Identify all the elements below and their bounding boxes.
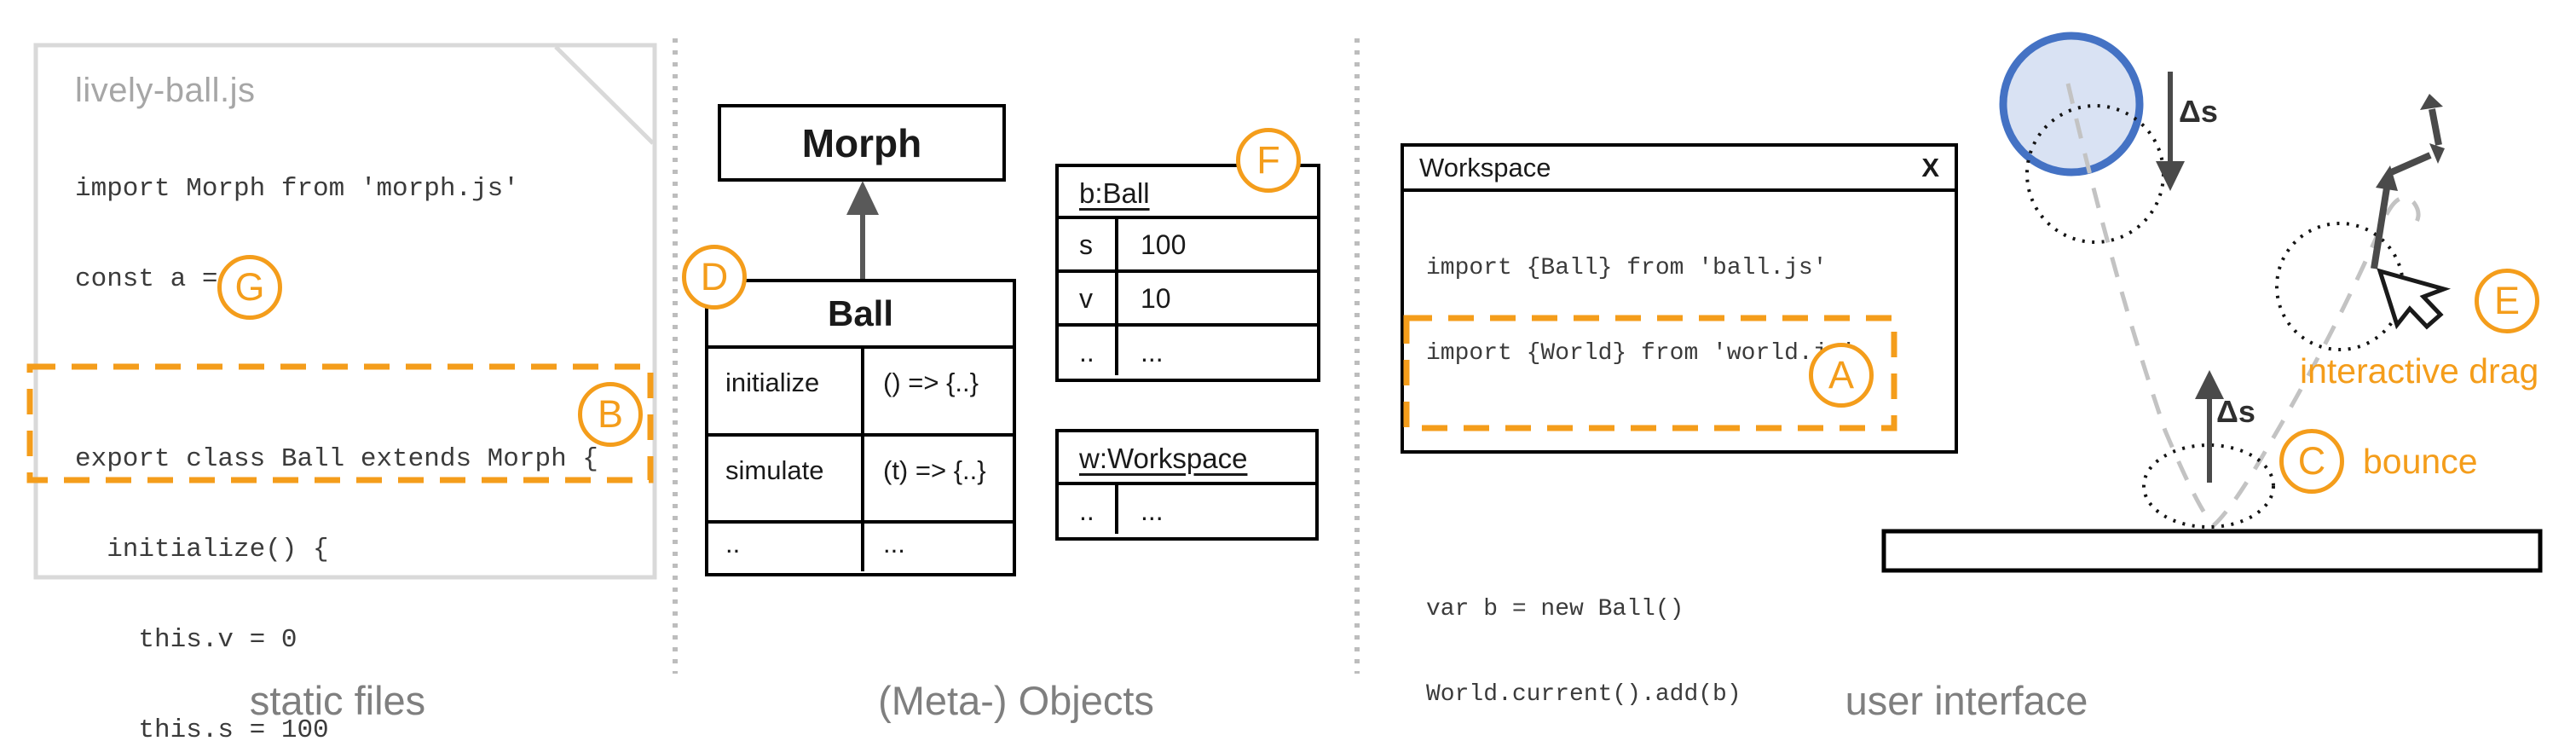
- panel-label-user-interface: user interface: [1845, 678, 2088, 723]
- ball-class-title: Ball: [708, 282, 1013, 349]
- panel-label-meta-objects: (Meta-) Objects: [878, 678, 1154, 723]
- drag-path-segment: [2388, 152, 2432, 177]
- table-row: .. ...: [1059, 485, 1315, 534]
- code-line: [75, 355, 598, 385]
- slot-value-cell: ...: [1141, 495, 1164, 526]
- drag-path-segment: [2429, 108, 2442, 146]
- code-line: initialize() {: [75, 535, 329, 565]
- slot-value-cell: 10: [1141, 283, 1171, 314]
- code-line: import Morph from 'morph.js': [75, 174, 519, 204]
- table-row: v 10: [1059, 273, 1317, 327]
- morph-class-box: Morph: [718, 104, 1006, 182]
- code-line: var b = new Ball(): [1426, 596, 1684, 622]
- ghost-ball-bounce: [2142, 443, 2275, 529]
- annotation-circle-a: A: [1809, 343, 1874, 408]
- annotation-circle-b: B: [578, 382, 643, 447]
- interactive-drag-label: interactive drag: [2300, 351, 2539, 391]
- method-value-cell: () => {..}: [883, 368, 979, 397]
- slot-value-cell: ...: [1141, 337, 1164, 368]
- drag-arrow-head-icon: [2376, 165, 2398, 191]
- morph-class-title: Morph: [801, 120, 922, 165]
- table-row: simulate (t) => {..}: [708, 437, 1013, 524]
- drag-path-segment: [2371, 182, 2391, 269]
- code-line: this.v = 0: [75, 624, 297, 655]
- code-line: export class Ball extends Morph {: [75, 444, 598, 475]
- method-name-cell: simulate: [708, 437, 864, 520]
- method-name-cell: initialize: [708, 349, 864, 433]
- workspace-titlebar: Workspace X: [1404, 147, 1955, 192]
- slot-value-cell: 100: [1141, 229, 1187, 260]
- workspace-code[interactable]: import {Ball} from 'ball.js' import {Wor…: [1426, 200, 1856, 741]
- slot-name-cell: v: [1059, 273, 1118, 323]
- code-line: [1426, 423, 1856, 455]
- object-title: b:Ball: [1059, 167, 1317, 219]
- code-line: [1426, 508, 1856, 541]
- annotation-circle-c: C: [2279, 429, 2344, 494]
- static-file-code: import Morph from 'morph.js' const a = -…: [75, 114, 598, 741]
- fall-arrow-head-icon: [2156, 161, 2185, 191]
- workspace-window-title: Workspace: [1419, 152, 1551, 182]
- ball-class-table: Ball initialize () => {..} simulate (t) …: [705, 279, 1016, 576]
- method-value-cell: (t) => {..}: [883, 455, 986, 485]
- delta-s-fall-label: Δs: [2179, 94, 2218, 129]
- table-row: s 100: [1059, 219, 1317, 273]
- delta-s-bounce-label: Δs: [2216, 394, 2255, 429]
- method-name-cell: ..: [708, 524, 864, 571]
- annotation-circle-g: G: [217, 255, 282, 320]
- annotation-circle-e: E: [2475, 269, 2539, 333]
- code-line: import {Ball} from 'ball.js': [1426, 255, 1828, 281]
- object-title: w:Workspace: [1059, 432, 1315, 485]
- method-value-cell: ...: [883, 529, 905, 559]
- code-line: World.current().add(b): [1426, 681, 1741, 708]
- code-line: const a = -1: [75, 263, 266, 294]
- ball-morph[interactable]: [1999, 32, 2144, 177]
- object-title-text: w:Workspace: [1079, 443, 1248, 474]
- object-title-text: b:Ball: [1079, 177, 1150, 209]
- inheritance-arrow-head-icon: [846, 181, 879, 215]
- file-name: lively-ball.js: [75, 72, 256, 109]
- w-workspace-object-table: w:Workspace .. ...: [1055, 429, 1319, 541]
- table-row: initialize () => {..}: [708, 349, 1013, 437]
- table-row: .. ...: [708, 524, 1013, 571]
- b-ball-object-table: b:Ball s 100 v 10 .. ...: [1055, 164, 1320, 382]
- slot-name-cell: ..: [1059, 327, 1118, 375]
- ghost-ball-falling: [2025, 104, 2165, 244]
- slot-name-cell: s: [1059, 219, 1118, 269]
- drag-arrow-head-icon: [2429, 143, 2445, 164]
- annotation-circle-f: F: [1236, 128, 1301, 193]
- table-row: .. ...: [1059, 327, 1317, 375]
- annotation-circle-d: D: [682, 245, 747, 310]
- close-button[interactable]: X: [1921, 152, 1939, 182]
- panel-label-static-files: static files: [249, 678, 426, 723]
- mouse-cursor-icon: [2377, 268, 2452, 330]
- ground-morph: [1881, 529, 2543, 573]
- code-line: import {World} from 'world.js': [1426, 340, 1857, 367]
- ghost-ball-drag: [2275, 222, 2405, 351]
- slot-name-cell: ..: [1059, 485, 1118, 534]
- code-line: this.s = 100: [75, 715, 329, 741]
- drag-arrow-head-icon: [2420, 94, 2443, 110]
- bounce-label: bounce: [2363, 442, 2478, 481]
